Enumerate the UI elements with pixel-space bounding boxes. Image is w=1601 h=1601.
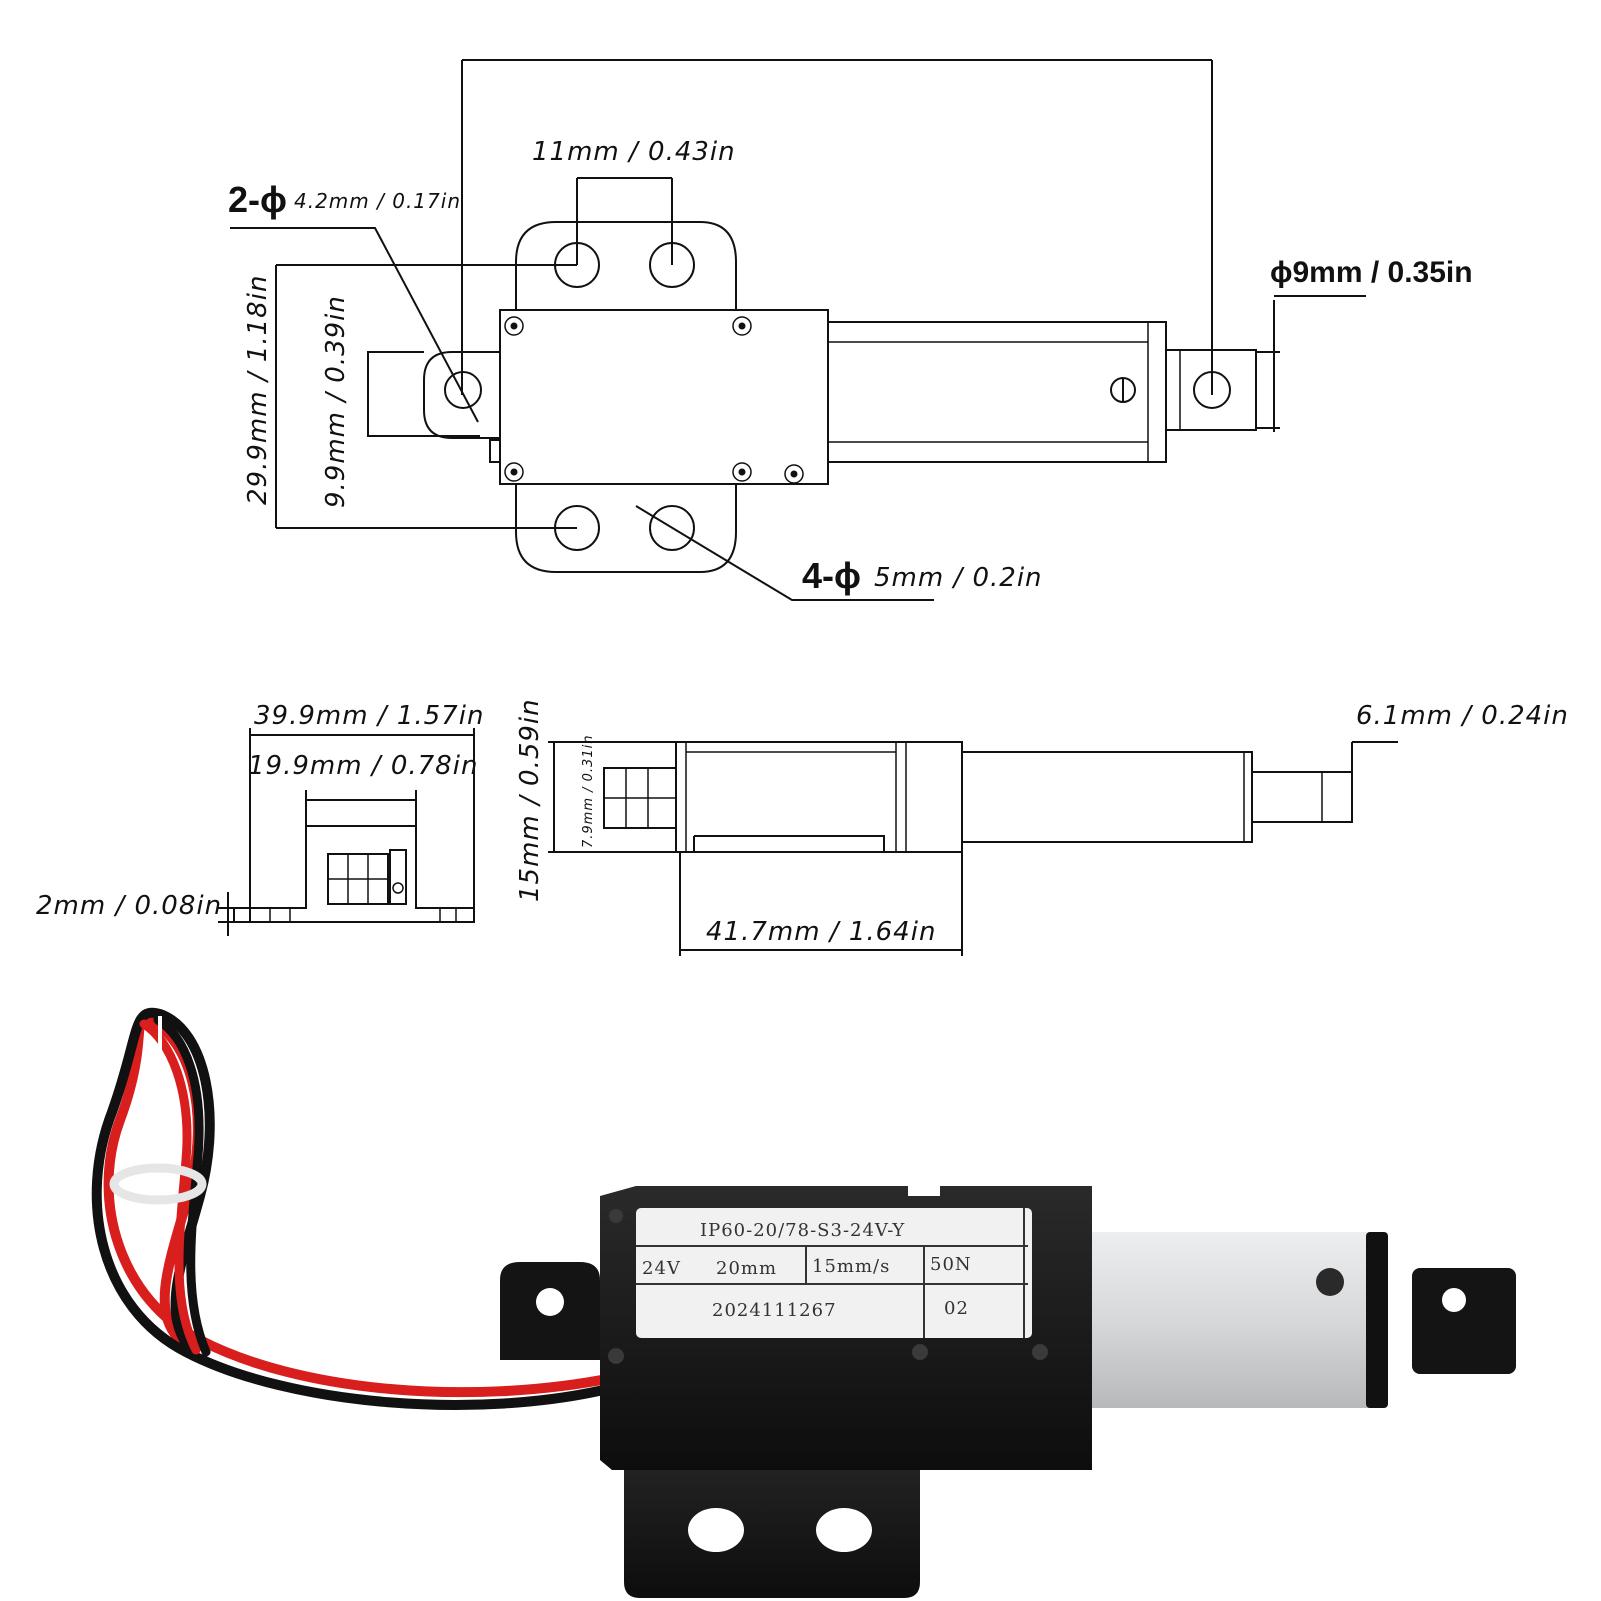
connector-latch-hole bbox=[392, 882, 404, 894]
rod-end-hole bbox=[1442, 1288, 1466, 1312]
label-force: 50N bbox=[930, 1254, 972, 1275]
actuator-product-photo: IP60-20/78-S3-24V-Y 24V 20mm 15mm/s 50N … bbox=[91, 1007, 1516, 1598]
rear-tab-height-label: 9.9mm / 0.39in bbox=[321, 295, 351, 508]
rod-end-dim-lines bbox=[1256, 300, 1280, 432]
rod-hole-dim-label: ϕ9mm / 0.35in bbox=[1270, 256, 1473, 289]
end-view-drawing: 39.9mm / 1.57in 19.9mm / 0.78in 2mm / 0.… bbox=[36, 701, 484, 936]
bottom-flange-outline bbox=[515, 484, 737, 573]
housing-outline bbox=[499, 309, 829, 485]
base-hole-count-label: 4-ϕ bbox=[802, 555, 861, 596]
side-rod-outline bbox=[1252, 771, 1353, 823]
housing-screws bbox=[504, 316, 804, 484]
rod-end-block bbox=[1412, 1268, 1516, 1374]
label-serial: 2024111267 bbox=[712, 1300, 837, 1321]
side-rear-tab-height-label: 7.9mm / 0.31in bbox=[581, 735, 596, 848]
rod-end-extension bbox=[1351, 741, 1398, 822]
flange-hole-circle bbox=[649, 505, 695, 551]
flange-hole-circle bbox=[649, 242, 695, 288]
housing-notch bbox=[489, 439, 501, 463]
housing-screw bbox=[1032, 1344, 1048, 1360]
mounting-flange-hole bbox=[688, 1508, 744, 1552]
end-view-outline bbox=[233, 825, 475, 923]
label-code: 02 bbox=[944, 1298, 969, 1319]
spec-label-grid bbox=[636, 1208, 1028, 1338]
housing-seam bbox=[908, 1186, 940, 1196]
rear-flange-hole bbox=[536, 1288, 564, 1316]
rear-tab-hole bbox=[444, 371, 482, 409]
base-thickness-lines bbox=[218, 892, 234, 936]
mounting-flange-hole bbox=[816, 1508, 872, 1552]
mount-hole-leader bbox=[230, 227, 479, 423]
base-hole-dim-label: 5mm / 0.2in bbox=[874, 563, 1043, 593]
rear-tab-extension bbox=[367, 351, 480, 437]
base-thickness-label: 2mm / 0.08in bbox=[36, 891, 222, 921]
actuator-tube bbox=[1092, 1232, 1380, 1408]
label-speed: 15mm/s bbox=[812, 1256, 890, 1277]
body-width-label: 19.9mm / 0.78in bbox=[248, 751, 478, 781]
spec-label-sticker bbox=[636, 1208, 1032, 1338]
base-width-extensions bbox=[249, 728, 475, 922]
top-view-drawing: 2-ϕ 4.2mm / 0.17in 11mm / 0.43in ϕ9mm / … bbox=[228, 59, 1473, 601]
cable-tie bbox=[109, 1163, 207, 1205]
tube-vent-hole bbox=[1316, 1268, 1344, 1296]
hole-spacing-label: 11mm / 0.43in bbox=[532, 137, 736, 167]
housing-screw bbox=[912, 1344, 928, 1360]
connector-latch bbox=[389, 849, 407, 905]
side-tube-outline bbox=[962, 751, 1253, 843]
top-flange-outline bbox=[515, 221, 737, 310]
side-housing-details bbox=[685, 742, 907, 852]
rear-tab-grid bbox=[604, 768, 676, 828]
tube-outline bbox=[827, 321, 1167, 463]
body-length-lines bbox=[679, 852, 963, 956]
tube-end-cap bbox=[1366, 1232, 1388, 1408]
connector-grid bbox=[328, 854, 388, 904]
side-base-plate bbox=[693, 835, 885, 852]
overall-height-label: 29.9mm / 1.18in bbox=[243, 275, 273, 505]
rod-end-outline bbox=[1165, 349, 1257, 431]
body-length-label: 41.7mm / 1.64in bbox=[706, 917, 936, 947]
rod-end-dim-label: 6.1mm / 0.24in bbox=[1356, 701, 1569, 731]
label-model: IP60-20/78-S3-24V-Y bbox=[700, 1220, 905, 1241]
tube-detail-lines bbox=[828, 322, 1149, 462]
label-stroke: 20mm bbox=[716, 1258, 777, 1279]
lead-wires bbox=[91, 1007, 617, 1410]
rod-end-hole bbox=[1193, 371, 1231, 409]
end-view-base-marks bbox=[269, 908, 457, 922]
base-hole-leader bbox=[635, 505, 934, 601]
mount-hole-count-label: 2-ϕ bbox=[228, 179, 287, 220]
label-voltage: 24V bbox=[642, 1258, 681, 1279]
side-view-drawing: 15mm / 0.59in 7.9mm / 0.31in 41.7mm / 1.… bbox=[515, 698, 1569, 956]
base-width-label: 39.9mm / 1.57in bbox=[254, 701, 484, 731]
body-height-lines bbox=[548, 741, 680, 853]
housing-screw bbox=[608, 1348, 624, 1364]
side-body-height-label: 15mm / 0.59in bbox=[515, 698, 545, 902]
body-width-line bbox=[305, 790, 417, 826]
housing-screw bbox=[609, 1209, 623, 1223]
mount-hole-dim-label: 4.2mm / 0.17in bbox=[294, 189, 461, 213]
